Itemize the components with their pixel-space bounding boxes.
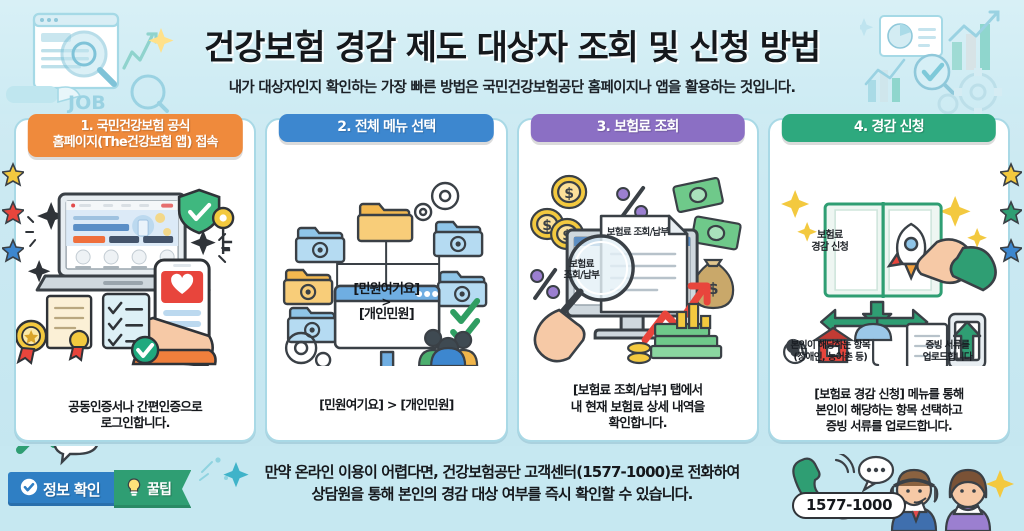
sub-label-document-upload: 증빙 서류를 업로드합니다 <box>892 340 1003 364</box>
laptop-smartphone-login-illustration <box>14 168 254 368</box>
step-1-header-line1: 1. 국민건강보험 공식 <box>80 119 191 134</box>
step-panel-1[interactable]: 1. 국민건강보험 공식 홈페이지(The건강보험 앱) 접속 <box>14 114 257 442</box>
tip-badge-label: 꿀팁 <box>146 482 172 498</box>
sub-label-1-line2: (장애인, 농어촌 등) <box>793 352 868 364</box>
tip-badge[interactable]: 꿀팁 <box>113 470 192 508</box>
step-1-header: 1. 국민건강보험 공식 홈페이지(The건강보험 앱) 접속 <box>27 114 243 157</box>
lightbulb-icon <box>126 478 142 500</box>
step-panel-4[interactable]: 4. 경감 신청 <box>767 114 1010 442</box>
svg-text:$: $ <box>542 218 552 234</box>
open-book-hand-rocket-illustration <box>770 168 1008 370</box>
page-title: 건강보험 경감 제도 대상자 조회 및 신청 방법 <box>204 28 821 68</box>
info-check-badge[interactable]: 정보 확인 <box>8 472 116 506</box>
step-panel-3[interactable]: 3. 보험료 조회 $ $ $ <box>516 114 759 442</box>
call-center-area: 1577-1000 <box>786 450 1016 531</box>
step-4-caption-line1: [보험료 경감 신청] 메뉴를 통해 <box>814 386 964 401</box>
menu-path-line3: [개인민원] <box>358 307 415 323</box>
step-4-caption: [보험료 경감 신청] 메뉴를 통해 본인이 해당하는 항목 선택하고 증빙 서… <box>776 386 1002 434</box>
page-subtitle: 내가 대상자인지 확인하는 가장 빠른 방법은 국민건강보험공단 홈페이지나 앱… <box>228 80 796 96</box>
step-1-header-line2: 홈페이지(The건강보험 앱) 접속 <box>52 134 219 150</box>
star-decoration-group-left <box>0 160 26 274</box>
step-4-sub-labels: 본인이 해당하는 항목 (장애인, 농어촌 등) 증빙 서류를 업로드합니다 <box>774 340 1004 364</box>
page-footer: 정보 확인 꿀팁 만약 온라인 이용이 어렵다면, 건강보험공단 고객센터(15… <box>0 446 1024 531</box>
step-1-caption: 공동인증서나 간편인증으로 로그인합니다. <box>22 399 248 432</box>
folder-menu-tree-illustration <box>267 168 505 384</box>
step-4-header-line1: 4. 경감 신청 <box>853 119 925 135</box>
step-1-caption-line1: 공동인증서나 간편인증으로 <box>68 398 202 414</box>
menu-path-window: [민원여기요] > [개인민원] <box>334 283 438 322</box>
sub-label-2-line1: 증빙 서류를 <box>925 340 970 352</box>
step-2-header: 2. 전체 메뉴 선택 <box>279 114 494 143</box>
phone-number-badge[interactable]: 1577-1000 <box>792 492 907 519</box>
magnifier-label-line1: 보험료 <box>569 259 594 270</box>
menu-path-separator: > <box>381 295 392 310</box>
book-label: 보험료 경감 신청 <box>796 230 864 253</box>
step-3-caption-line2: 내 현재 보험료 상세 내역을 <box>570 398 706 414</box>
svg-text:$: $ <box>707 279 718 298</box>
footer-badges: 정보 확인 꿀팁 <box>8 470 192 508</box>
step-4-caption-line3: 증빙 서류를 업로드합니다. <box>825 418 953 433</box>
magnifier-label: 보험료 조회/납부 <box>545 259 619 281</box>
step-3-caption-line3: 확인합니다. <box>608 415 668 431</box>
sparkle-decoration <box>196 454 252 502</box>
sub-label-1-line1: 본인이 해당하는 항목 <box>790 340 871 352</box>
step-4-caption-line2: 본인이 해당하는 항목 선택하고 <box>815 402 963 417</box>
star-decoration-group <box>998 160 1024 274</box>
zigzag-chat-decoration <box>14 446 184 472</box>
book-label-line2: 경감 신청 <box>811 241 849 253</box>
step-3-header: 3. 보험료 조회 <box>530 114 745 143</box>
footer-message: 만약 온라인 이용이 어렵다면, 건강보험공단 고객센터(1577-1000)로… <box>222 462 782 506</box>
info-check-badge-label: 정보 확인 <box>43 480 101 499</box>
step-panel-2[interactable]: 2. 전체 메뉴 선택 <box>265 114 508 442</box>
document-label: 보험료 조회/납부 <box>606 227 669 238</box>
footer-message-line1: 만약 온라인 이용이 어렵다면, 건강보험공단 고객센터(1577-1000)로… <box>264 463 741 481</box>
step-3-caption-line1: [보험료 조회/납부] 탭에서 <box>572 382 703 398</box>
check-circle-icon <box>20 478 38 500</box>
svg-text:$: $ <box>564 186 574 202</box>
page-header: JOB <box>0 0 1024 114</box>
step-2-caption-line1: [민원여기요] > [개인민원] <box>319 397 454 413</box>
step-1-caption-line2: 로그인합니다. <box>100 415 171 431</box>
step-2-header-line1: 2. 전체 메뉴 선택 <box>337 119 436 135</box>
sub-label-2-line2: 업로드합니다 <box>922 352 973 364</box>
monitor-magnifier-money-illustration: $ $ $ <box>519 168 757 366</box>
step-4-header: 4. 경감 신청 <box>781 114 997 143</box>
menu-path-line1: [민원여기요] <box>353 282 420 297</box>
magnifier-label-line2: 조회/납부 <box>563 269 600 281</box>
step-3-header-line1: 3. 보험료 조회 <box>596 119 680 135</box>
steps-container: 1. 국민건강보험 공식 홈페이지(The건강보험 앱) 접속 <box>14 114 1010 442</box>
book-label-line1: 보험료 <box>817 230 843 241</box>
footer-message-line2: 상담원을 통해 본인의 경감 대상 여부를 즉시 확인할 수 있습니다. <box>311 484 694 503</box>
step-3-caption: [보험료 조회/납부] 탭에서 내 현재 보험료 상세 내역을 확인합니다. <box>525 382 751 432</box>
step-2-caption: [민원여기요] > [개인민원] <box>273 397 499 414</box>
sub-label-eligible-category: 본인이 해당하는 항목 (장애인, 농어촌 등) <box>775 340 886 364</box>
